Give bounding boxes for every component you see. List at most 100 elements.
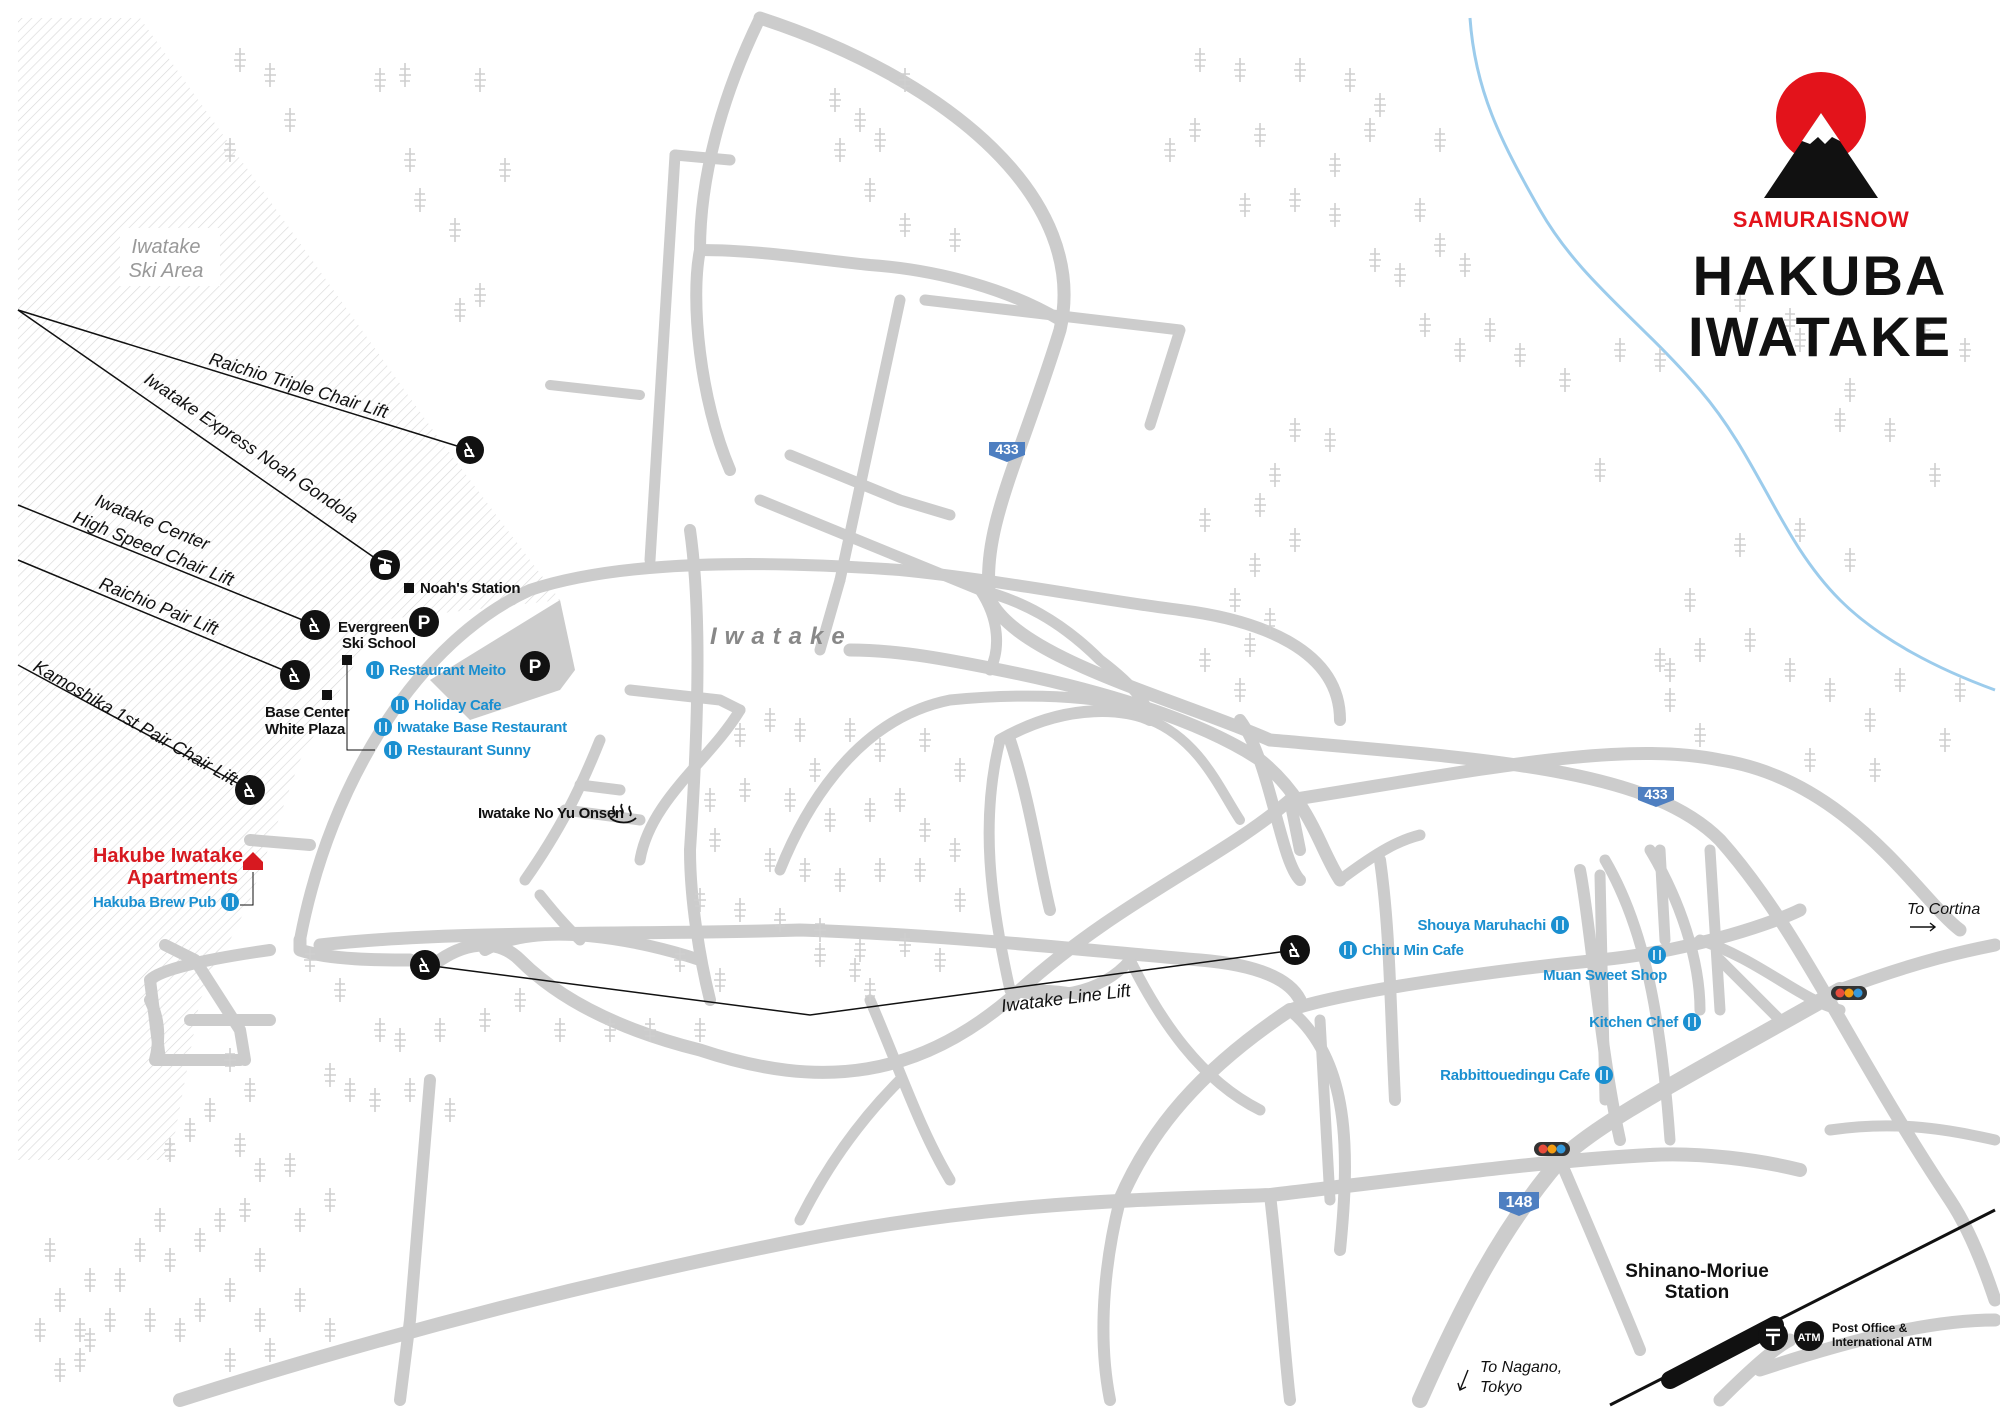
tree-icon xyxy=(1594,458,1606,482)
restaurant-label: Muan Sweet Shop xyxy=(1543,967,1667,984)
tree-icon xyxy=(554,1018,566,1042)
tree-icon xyxy=(1454,338,1466,362)
tree-icon xyxy=(254,1158,266,1182)
brand-title-1: HAKUBA xyxy=(1693,244,1948,307)
tree-icon xyxy=(294,1288,306,1312)
tree-icon xyxy=(44,1238,56,1262)
station-label-2[interactable]: Station xyxy=(1665,1282,1729,1303)
tree-icon xyxy=(799,858,811,882)
tree-icon xyxy=(1459,253,1471,277)
tree-icon xyxy=(164,1248,176,1272)
building-noahs-station[interactable]: Noah's Station xyxy=(420,580,521,597)
route-433-badge: 433 xyxy=(989,441,1025,462)
ski-area-label-bg xyxy=(120,228,220,286)
tree-icon xyxy=(774,908,786,932)
tree-icon xyxy=(784,788,796,812)
restaurant-meito[interactable]: Restaurant Meito xyxy=(366,661,506,679)
building-marker xyxy=(342,655,352,665)
post-office-icon[interactable] xyxy=(1758,1321,1788,1351)
tree-icon xyxy=(74,1348,86,1372)
tree-icon xyxy=(344,1078,356,1102)
restaurant-rabbittou[interactable]: Rabbittouedingu Cafe xyxy=(1440,1066,1613,1084)
tree-icon xyxy=(1694,638,1706,662)
accommodation-label-1[interactable]: Hakube Iwatake xyxy=(93,845,243,867)
restaurant-muan[interactable]: Muan Sweet Shop xyxy=(1543,946,1667,984)
direction-nagano-2: Tokyo xyxy=(1480,1379,1522,1396)
tree-icon xyxy=(1414,198,1426,222)
restaurant-shouya[interactable]: Shouya Maruhachi xyxy=(1417,916,1569,934)
chairlift-icon[interactable] xyxy=(280,660,310,690)
tree-icon xyxy=(154,1208,166,1232)
tree-icon xyxy=(949,838,961,862)
building-marker xyxy=(404,583,414,593)
tree-icon xyxy=(164,1138,176,1162)
tree-icon xyxy=(144,1308,156,1332)
tree-icon xyxy=(1194,48,1206,72)
arrow-right-icon xyxy=(1910,922,1937,932)
tree-icon xyxy=(1289,528,1301,552)
tree-icon xyxy=(1734,288,1746,312)
svg-text:433: 433 xyxy=(995,441,1019,457)
tree-icon xyxy=(1289,418,1301,442)
station-label-1[interactable]: Shinano-Moriue xyxy=(1625,1261,1769,1282)
tree-icon xyxy=(284,1153,296,1177)
restaurant-label: Rabbittouedingu Cafe xyxy=(1440,1067,1590,1084)
tree-icon xyxy=(1419,313,1431,337)
tree-icon xyxy=(1514,343,1526,367)
tree-icon xyxy=(914,858,926,882)
tree-icon xyxy=(224,1278,236,1302)
tree-icon xyxy=(1744,628,1756,652)
tree-icon xyxy=(604,1018,616,1042)
tree-icon xyxy=(1269,463,1281,487)
restaurant-kitchen-chef[interactable]: Kitchen Chef xyxy=(1589,1013,1701,1031)
tree-icon xyxy=(899,213,911,237)
chairlift-icon[interactable] xyxy=(456,436,484,464)
restaurant-base-restaurant[interactable]: Iwatake Base Restaurant xyxy=(374,718,567,736)
restaurant-label: Restaurant Sunny xyxy=(407,742,532,759)
chairlift-icon[interactable] xyxy=(410,950,440,980)
tree-icon xyxy=(1254,123,1266,147)
chairlift-icon[interactable] xyxy=(300,610,330,640)
tree-icon xyxy=(334,978,346,1002)
chairlift-icon[interactable] xyxy=(1280,935,1310,965)
tree-icon xyxy=(1164,138,1176,162)
parking-icon[interactable]: P xyxy=(409,607,439,637)
accommodation-label-2[interactable]: Apartments xyxy=(127,867,238,889)
tree-icon xyxy=(1954,678,1966,702)
gondola-icon[interactable] xyxy=(370,550,400,580)
tree-icon xyxy=(1329,203,1341,227)
building-base-center-1[interactable]: Base Center xyxy=(265,704,350,721)
chairlift-icon[interactable] xyxy=(235,775,265,805)
route-148-badge: 148 xyxy=(1499,1192,1539,1216)
restaurant-sunny[interactable]: Restaurant Sunny xyxy=(384,741,532,759)
tree-icon xyxy=(1369,248,1381,272)
tree-icon xyxy=(1189,118,1201,142)
restaurant-holiday[interactable]: Holiday Cafe xyxy=(391,696,502,714)
tree-icon xyxy=(1234,58,1246,82)
tree-icon xyxy=(1559,368,1571,392)
building-evergreen-2[interactable]: Ski School xyxy=(342,635,416,652)
svg-text:148: 148 xyxy=(1506,1194,1533,1211)
tree-icon xyxy=(1834,408,1846,432)
tree-icon xyxy=(934,948,946,972)
tree-icon xyxy=(844,718,856,742)
tree-icon xyxy=(1694,723,1706,747)
tree-icon xyxy=(834,138,846,162)
restaurant-chiru-min[interactable]: Chiru Min Cafe xyxy=(1339,941,1464,959)
samurai-snow-logo: SAMURAISNOW HAKUBA IWATAKE xyxy=(1688,72,1952,368)
restaurant-brew-pub[interactable]: Hakuba Brew Pub xyxy=(93,893,239,911)
building-base-center-2[interactable]: White Plaza xyxy=(265,721,346,738)
onsen-label[interactable]: Iwatake No Yu Onsen xyxy=(478,805,624,822)
tree-icon xyxy=(849,958,861,982)
direction-cortina: To Cortina xyxy=(1907,901,1980,918)
tree-icon xyxy=(204,1098,216,1122)
tree-icon xyxy=(794,718,806,742)
building-evergreen-1[interactable]: Evergreen xyxy=(338,619,409,636)
tree-icon xyxy=(1929,463,1941,487)
atm-icon[interactable]: ATM xyxy=(1794,1321,1824,1351)
tree-icon xyxy=(434,1018,446,1042)
brand-title-2: IWATAKE xyxy=(1688,305,1952,368)
parking-icon[interactable]: P xyxy=(520,651,550,681)
tree-icon xyxy=(1364,118,1376,142)
